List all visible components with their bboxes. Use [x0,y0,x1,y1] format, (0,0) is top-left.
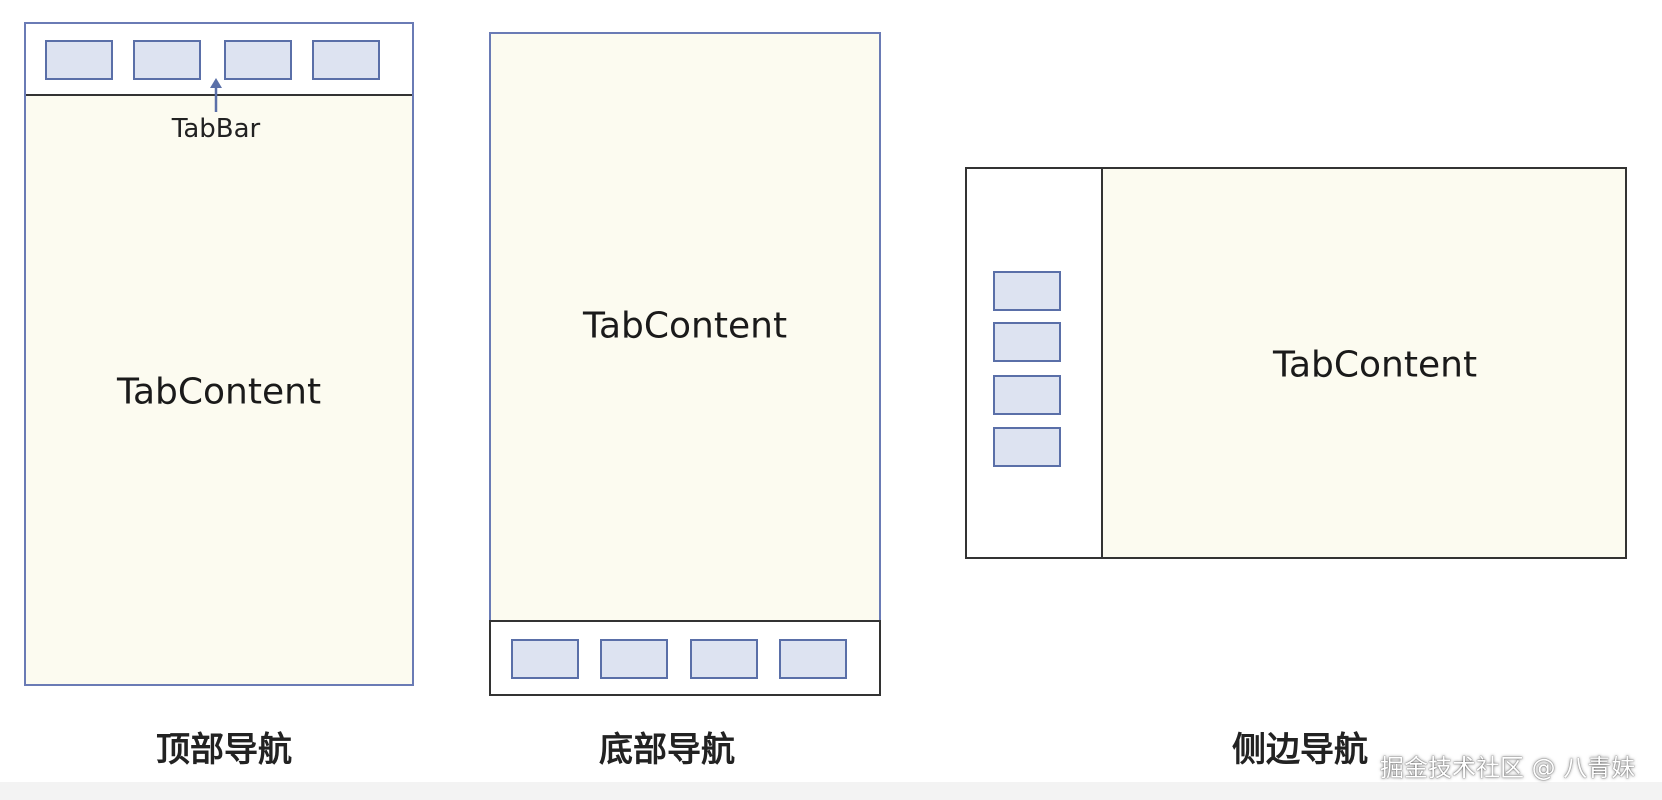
bottom-nav-tab-4 [779,639,847,679]
top-nav-content-label: TabContent [116,371,322,413]
top-nav-tab-1 [45,40,113,80]
bottom-nav-tab-2 [600,639,668,679]
tabbar-pointer-arrow-icon [210,78,222,112]
bottom-nav-tab-3 [690,639,758,679]
top-nav-panel [24,22,414,686]
watermark: 掘金技术社区 @ 八青妹 [1380,754,1636,782]
bottom-nav-content-label: TabContent [582,305,788,347]
side-nav-tab-2 [993,322,1061,362]
bottom-nav-panel [489,32,881,696]
side-nav-content-area [1101,167,1627,559]
side-nav-content-label: TabContent [1272,344,1478,386]
top-nav-caption: 顶部导航 [156,730,292,770]
side-nav-caption: 侧边导航 [1232,730,1368,770]
tabbar-label: TabBar [171,114,261,144]
bottom-strip [0,782,1662,800]
top-nav-tab-4 [312,40,380,80]
side-nav-tab-1 [993,271,1061,311]
side-nav-tab-3 [993,375,1061,415]
bottom-nav-caption: 底部导航 [599,730,735,770]
bottom-nav-tab-1 [511,639,579,679]
side-nav-tab-4 [993,427,1061,467]
top-nav-tab-2 [133,40,201,80]
side-nav-tabbar [965,167,1103,559]
top-nav-tab-3 [224,40,292,80]
